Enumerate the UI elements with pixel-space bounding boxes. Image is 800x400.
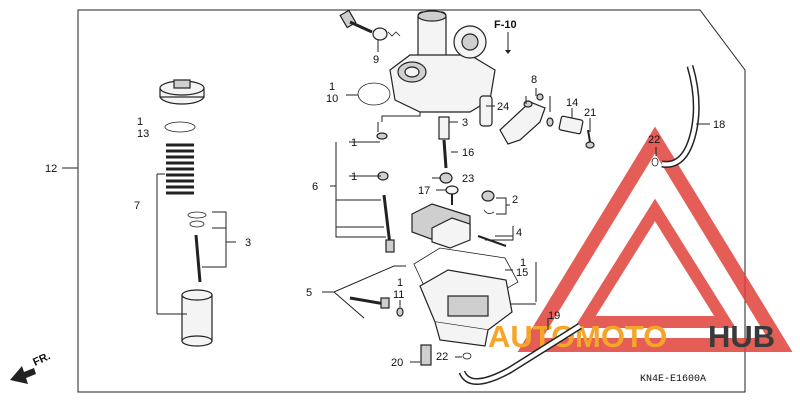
drain-bolt	[420, 344, 432, 366]
carburetor-body	[389, 10, 496, 113]
callout-label: 21	[584, 107, 596, 119]
callout-label: 9	[373, 54, 379, 66]
callout-label: 3	[462, 117, 468, 129]
cap-gasket	[164, 121, 196, 133]
drain-tube	[458, 323, 582, 385]
callout-label: 23	[462, 173, 474, 185]
callout-label: 10	[326, 93, 338, 105]
throttle-slide	[181, 289, 213, 347]
callout-label: 24	[497, 101, 509, 113]
callout-label: 7	[134, 200, 140, 212]
watermark-text-moto: MOTO	[575, 319, 667, 354]
callout-label: 11	[393, 289, 404, 301]
callout-label: 4	[516, 227, 522, 239]
callout-label: 2	[512, 194, 518, 206]
callout-label: 8	[531, 74, 537, 86]
callout-label: 22	[436, 351, 448, 363]
float-valve	[445, 185, 459, 205]
body-o-ring	[357, 82, 391, 106]
breather-tube	[661, 65, 700, 168]
callout-labels: 1 13 7 3 12 1 10 9 1 6 1 5 1 11 20 22 19…	[45, 54, 725, 369]
idle-screw	[349, 296, 390, 309]
callout-label: 17	[418, 185, 430, 197]
callout-label: 18	[713, 119, 725, 131]
callout-label: 1	[351, 171, 357, 183]
watermark-logo: AUTO MOTO HUB	[488, 126, 793, 354]
callout-label: 20	[391, 357, 403, 369]
choke-plate	[558, 115, 584, 135]
choke-screw	[585, 129, 595, 149]
callout-label: 1	[397, 277, 403, 289]
front-arrow-icon	[10, 366, 36, 384]
breather-clip	[651, 157, 659, 167]
callout-label: 6	[312, 181, 318, 193]
section-code: F-10	[494, 19, 517, 31]
diagram-frame	[77, 9, 746, 393]
callout-label: 1	[351, 137, 357, 149]
callout-label: 1	[520, 257, 526, 269]
throttle-spring	[166, 143, 194, 195]
callout-label: 22	[648, 134, 660, 146]
washer	[376, 132, 388, 140]
jet-needle	[194, 234, 202, 283]
float-pin	[481, 190, 495, 214]
watermark-text-hub: HUB	[708, 319, 775, 354]
callout-label: 14	[566, 97, 578, 109]
front-label: FR.	[31, 350, 52, 368]
needle-jet-holder	[438, 116, 450, 169]
float	[411, 203, 507, 249]
air-screw	[339, 9, 401, 41]
top-cap	[159, 79, 205, 105]
callout-label: 15	[516, 267, 528, 279]
diagram-code: KN4E-E1600A	[640, 374, 706, 385]
callout-label: 3	[245, 237, 251, 249]
float-chamber	[419, 269, 513, 347]
main-jet	[439, 172, 453, 184]
needle-clip	[187, 211, 207, 228]
drain-screw-washer	[396, 307, 404, 317]
callout-label: 1	[137, 116, 143, 128]
callout-label: 1	[329, 81, 335, 93]
choke-plunger	[479, 95, 493, 127]
callout-label: 16	[462, 147, 474, 159]
callout-label: 5	[306, 287, 312, 299]
callout-label: 19	[548, 310, 560, 322]
pilot-jet	[382, 194, 395, 253]
callout-label: 13	[137, 128, 149, 140]
choke-lever	[499, 93, 554, 145]
drain-clip	[462, 352, 472, 360]
callout-label: 12	[45, 163, 57, 175]
